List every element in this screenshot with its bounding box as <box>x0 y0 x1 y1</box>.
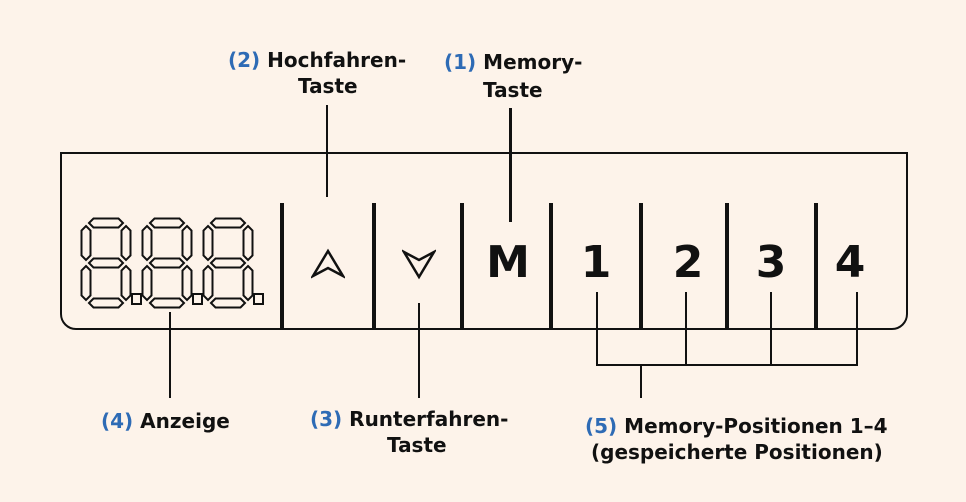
divider <box>814 203 818 328</box>
position-key-2[interactable]: 2 <box>672 237 704 288</box>
memory-key[interactable]: M <box>486 237 530 288</box>
bracket-line <box>596 364 858 366</box>
display-segment <box>181 224 193 262</box>
display-segment <box>209 217 247 229</box>
label-positions-line2: (gespeicherte Positionen) <box>591 440 883 464</box>
display-segment <box>242 264 254 302</box>
display-segment <box>141 264 153 302</box>
label-down-line2: Taste <box>387 433 447 457</box>
label-text: Hochfahren- <box>267 48 407 72</box>
label-text: Runterfahren- <box>349 407 509 431</box>
label-up: (2) Hochfahren- <box>228 48 406 73</box>
display-segment <box>202 264 214 302</box>
display-segment <box>209 257 247 269</box>
label-number: (3) <box>310 407 343 431</box>
label-text: Memory-Positionen 1–4 <box>624 414 888 438</box>
display-segment <box>242 224 254 262</box>
label-down: (3) Runterfahren- <box>310 407 508 432</box>
display-dot <box>253 293 264 305</box>
chevron-up-icon[interactable] <box>311 248 345 280</box>
display-segment <box>80 264 92 302</box>
label-memory-line2: Taste <box>483 78 543 102</box>
label-up-line2: Taste <box>298 74 358 98</box>
display-digit <box>141 217 203 309</box>
callout-line-display <box>169 312 171 398</box>
callout-line-memory <box>509 108 512 222</box>
display-segment <box>87 257 125 269</box>
display-segment <box>148 217 186 229</box>
label-number: (1) <box>444 50 477 74</box>
display-segment <box>148 297 186 309</box>
position-key-3[interactable]: 3 <box>755 237 787 288</box>
label-number: (4) <box>101 409 134 433</box>
label-text: Memory- <box>483 50 583 74</box>
display-segment <box>181 264 193 302</box>
bracket-line <box>685 292 687 366</box>
callout-line-up <box>326 105 328 197</box>
display-segment <box>87 217 125 229</box>
position-key-4[interactable]: 4 <box>834 237 866 288</box>
display-digit <box>80 217 142 309</box>
display-dot <box>131 293 142 305</box>
display-segment <box>148 257 186 269</box>
divider <box>639 203 643 328</box>
divider <box>460 203 464 328</box>
divider <box>549 203 553 328</box>
control-panel <box>60 152 908 330</box>
position-key-1[interactable]: 1 <box>580 237 612 288</box>
label-positions: (5) Memory-Positionen 1–4 <box>585 414 888 439</box>
display-segment <box>120 224 132 262</box>
display-segment <box>87 297 125 309</box>
divider <box>725 203 729 328</box>
callout-line-down <box>418 303 420 398</box>
display-segment <box>141 224 153 262</box>
display-segment <box>80 224 92 262</box>
divider <box>372 203 376 328</box>
display-dot <box>192 293 203 305</box>
display-segment <box>209 297 247 309</box>
chevron-down-icon[interactable] <box>402 248 436 280</box>
display-segment <box>120 264 132 302</box>
callout-line-positions <box>640 364 642 398</box>
bracket-line <box>770 292 772 366</box>
display-segment <box>202 224 214 262</box>
divider <box>280 203 284 328</box>
bracket-line <box>596 292 598 366</box>
label-number: (2) <box>228 48 261 72</box>
label-number: (5) <box>585 414 618 438</box>
bracket-line <box>856 292 858 366</box>
label-display: (4) Anzeige <box>101 409 230 434</box>
display-digit <box>202 217 264 309</box>
label-text: Anzeige <box>140 409 230 433</box>
seven-segment-display <box>80 217 264 309</box>
label-memory: (1) Memory- <box>444 50 582 75</box>
